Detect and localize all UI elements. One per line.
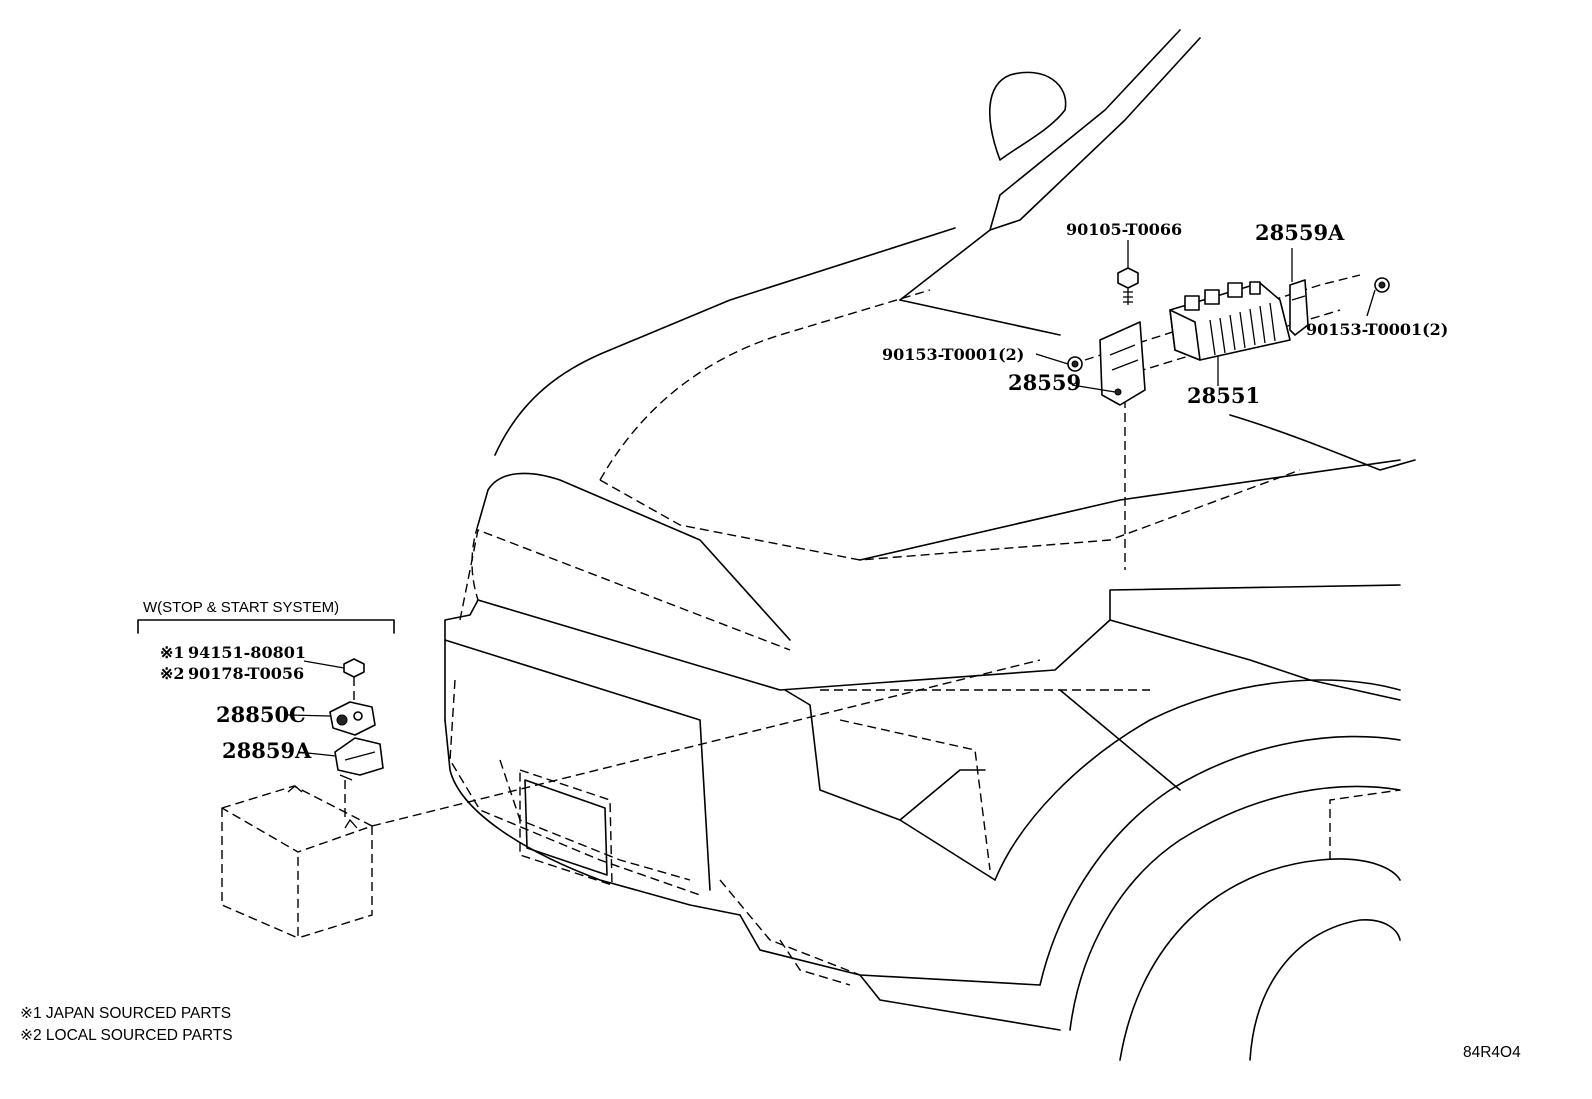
footnote-japan: ※1 JAPAN SOURCED PARTS	[20, 1005, 231, 1022]
bracket-28559	[1099, 321, 1146, 406]
leader-lines	[287, 240, 1376, 757]
label-28559A: 28559A	[1255, 220, 1345, 245]
condition-note: W(STOP & START SYSTEM)	[143, 599, 339, 616]
nut-90153-left	[1067, 356, 1083, 372]
alt1-part: 94151-80801	[188, 643, 306, 662]
sensor-28850C	[329, 701, 376, 736]
label-28559: 28559	[1008, 370, 1081, 395]
battery	[221, 785, 373, 939]
footnote-local: ※2 LOCAL SOURCED PARTS	[20, 1027, 233, 1044]
alt2-mark: ※2	[160, 664, 185, 683]
alt2-part: 90178-T0056	[188, 664, 304, 683]
bracket-28859A	[334, 737, 384, 781]
vehicle-outline	[444, 29, 1416, 1061]
label-90105: 90105-T0066	[1066, 220, 1182, 239]
sensor-assembly	[137, 619, 1041, 939]
bolt-90105	[1117, 267, 1139, 305]
label-90153-left: 90153-T0001(2)	[882, 345, 1024, 364]
illustration-id: 84R4O4	[1463, 1044, 1521, 1061]
module-assembly	[1067, 267, 1390, 570]
bracket-28559A	[1289, 279, 1309, 336]
label-28551: 28551	[1187, 383, 1260, 408]
nut-90153-right	[1374, 277, 1390, 293]
module-28551	[1169, 281, 1291, 361]
alt1-mark: ※1	[160, 643, 185, 662]
label-28850C: 28850C	[216, 702, 306, 727]
label-28859A: 28859A	[222, 738, 312, 763]
label-90153-right: 90153-T0001(2)	[1306, 320, 1448, 339]
